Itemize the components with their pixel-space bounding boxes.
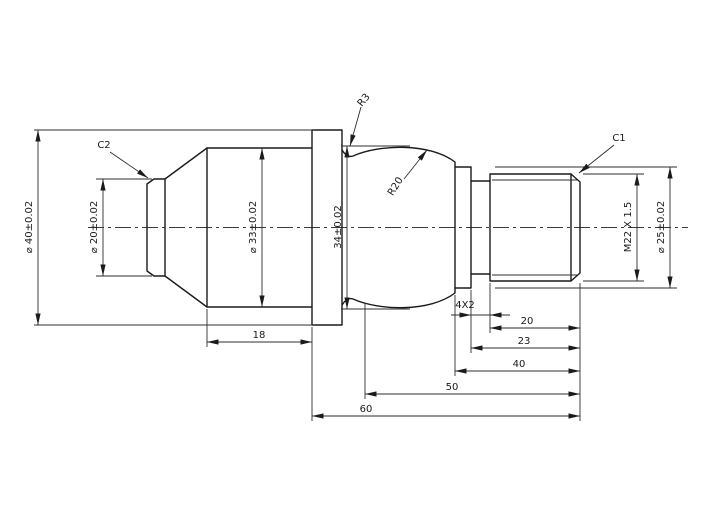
leader-radius3 xyxy=(349,106,362,147)
label-len50: 50 xyxy=(446,382,459,393)
label-len18: 18 xyxy=(253,330,266,341)
leader-chamfer2 xyxy=(109,151,149,179)
label-len20: 20 xyxy=(521,316,534,327)
dimension-lines-group xyxy=(35,130,673,419)
label-radius3: R3 xyxy=(356,92,373,109)
label-len40: 40 xyxy=(513,359,526,370)
label-dia25: ⌀ 25±0.02 xyxy=(656,201,667,254)
leader-radius20 xyxy=(403,149,428,180)
label-chamfer1: C1 xyxy=(612,133,625,144)
label-chamfer2: C2 xyxy=(97,140,110,151)
label-dia40: ⌀ 40±0.02 xyxy=(24,201,35,254)
label-dia33: ⌀ 33±0.02 xyxy=(248,201,259,254)
label-groove: 4X2 xyxy=(455,300,475,311)
label-radius20: R20 xyxy=(386,175,406,198)
labels-group: ⌀ 40±0.02 ⌀ 20±0.02 ⌀ 33±0.02 34±0.02 M2… xyxy=(24,92,667,415)
label-len60: 60 xyxy=(360,404,373,415)
leader-chamfer1 xyxy=(578,144,615,174)
label-thread: M22 X 1.5 xyxy=(623,202,634,252)
label-width34: 34±0.02 xyxy=(333,205,344,248)
label-dia20: ⌀ 20±0.02 xyxy=(89,201,100,254)
extension-lines-group xyxy=(34,129,677,421)
label-len23: 23 xyxy=(518,336,531,347)
leader-lines-group xyxy=(109,106,615,180)
